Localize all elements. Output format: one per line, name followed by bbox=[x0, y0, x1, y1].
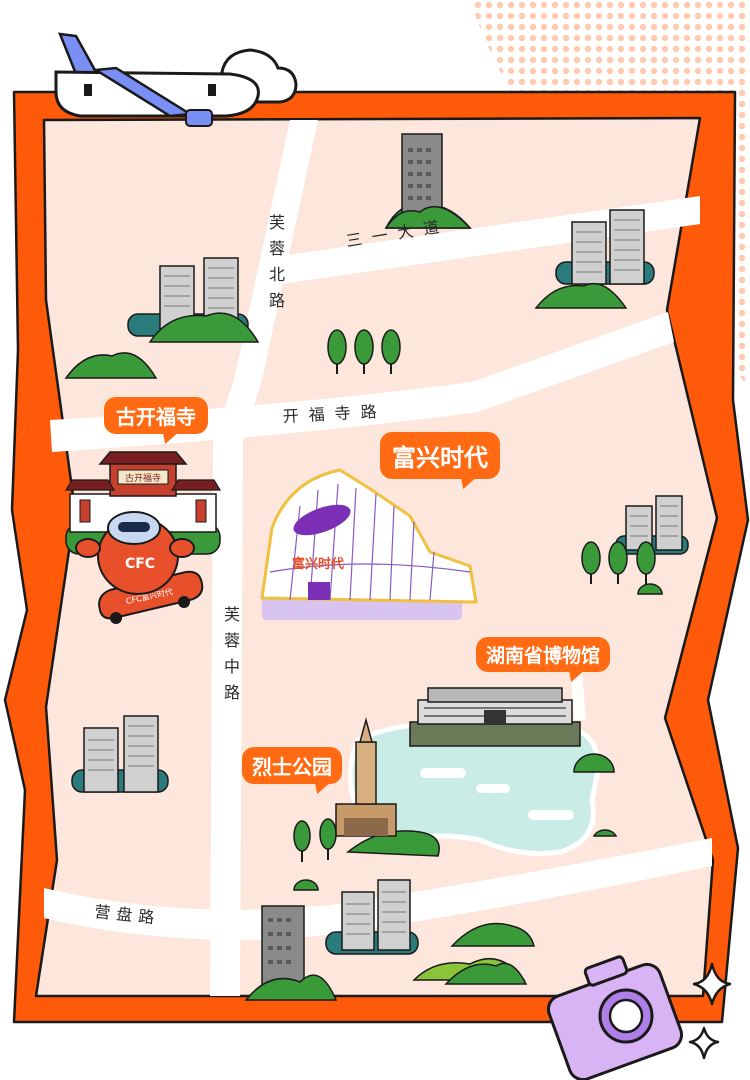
mascot-text: CFC bbox=[125, 556, 155, 572]
lake-shine bbox=[420, 768, 574, 820]
buildings-left-lower bbox=[71, 715, 169, 793]
hunan-museum bbox=[409, 687, 581, 747]
mall-sign: 富兴时代 bbox=[292, 556, 344, 572]
camera-icon bbox=[546, 955, 684, 1080]
buildings-top-right bbox=[534, 209, 655, 309]
landmark-callout-museum[interactable]: 湖南省博物馆 bbox=[476, 637, 611, 672]
airplane-icon bbox=[54, 32, 298, 127]
trees-center bbox=[327, 329, 401, 374]
sparkle-icon bbox=[688, 962, 732, 1060]
shrub-lake bbox=[592, 829, 618, 837]
martyrs-monument bbox=[293, 717, 440, 891]
buildings-left-upper bbox=[64, 257, 260, 379]
road-label-furong-north: 芙蓉北路 bbox=[266, 214, 285, 318]
tower-top-center bbox=[384, 133, 472, 229]
buildings-bottom bbox=[244, 879, 535, 1001]
landmark-callout-gukaifusi[interactable]: 古开福寺 bbox=[104, 397, 208, 434]
temple-plaque: 古开福寺 bbox=[125, 472, 161, 484]
landmark-callout-fuxing-shidai[interactable]: 富兴时代 bbox=[380, 432, 500, 479]
road-label-furong-middle: 芙蓉中路 bbox=[221, 606, 240, 710]
buildings-right-middle bbox=[581, 495, 689, 595]
shrub-museum bbox=[573, 753, 615, 773]
cfc-mascot: CFC富兴时代 CFC bbox=[75, 511, 204, 624]
landmark-callout-martyrs-park[interactable]: 烈士公园 bbox=[242, 747, 342, 784]
fuxing-mall: 富兴时代 bbox=[260, 468, 478, 620]
